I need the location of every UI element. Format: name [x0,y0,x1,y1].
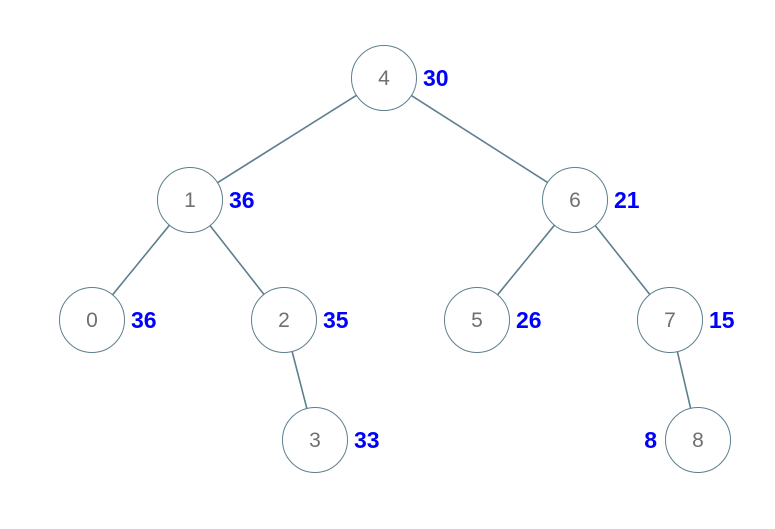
tree-node-2[interactable]: 2 [251,287,317,353]
tree-node-label: 5 [471,308,483,332]
tree-node-5[interactable]: 5 [444,287,510,353]
tree-edge-6-7 [594,225,651,295]
tree-node-7[interactable]: 7 [637,287,703,353]
tree-node-4[interactable]: 4 [351,45,417,111]
tree-node-label: 0 [86,308,98,332]
tree-node-value-3: 33 [354,427,380,453]
tree-node-value-5: 26 [516,307,542,333]
tree-edge-6-5 [497,224,555,296]
tree-node-label: 7 [664,308,676,332]
tree-node-value-8: 8 [644,427,657,453]
tree-edge-1-2 [209,225,265,295]
tree-node-label: 1 [184,188,196,212]
tree-node-value-4: 30 [423,65,449,91]
tree-edge-4-6 [411,94,548,184]
tree-node-value-7: 15 [709,307,735,333]
tree-node-label: 8 [692,428,704,452]
tree-node-value-2: 35 [323,307,349,333]
tree-node-value-0: 36 [131,307,157,333]
tree-node-3[interactable]: 3 [282,407,348,473]
tree-node-6[interactable]: 6 [542,167,608,233]
tree-node-1[interactable]: 1 [157,167,223,233]
tree-edge-2-3 [291,351,308,409]
tree-node-label: 4 [378,66,390,90]
tree-node-label: 3 [309,428,321,452]
tree-edge-7-8 [676,351,692,409]
tree-node-0[interactable]: 0 [59,287,125,353]
tree-node-label: 6 [569,188,581,212]
tree-edge-4-1 [217,94,357,184]
tree-edge-1-0 [112,224,170,296]
tree-node-value-6: 21 [614,187,640,213]
tree-node-value-1: 36 [229,187,255,213]
tree-node-label: 2 [278,308,290,332]
tree-node-8[interactable]: 8 [665,407,731,473]
